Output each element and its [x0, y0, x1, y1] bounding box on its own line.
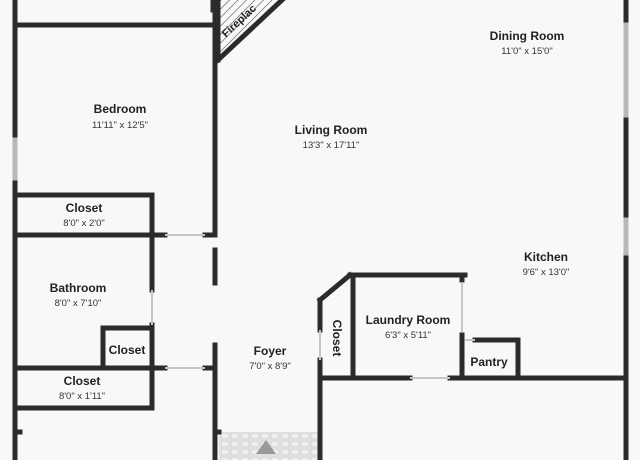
- entry-arrow-icon: [256, 440, 276, 454]
- room-bedroom: Bedroom 11'11" x 12'5": [92, 102, 148, 131]
- room-bathroom: Bathroom 8'0" x 7'10": [50, 281, 107, 309]
- room-dimensions: 8'0" x 2'0": [63, 218, 105, 229]
- room-dimensions: 7'0" x 8'9": [249, 361, 291, 372]
- room-dimensions: 11'11" x 12'5": [92, 120, 148, 131]
- room-name: Living Room: [295, 123, 368, 137]
- windows: [12, 20, 629, 258]
- room-laundry: Laundry Room 6'3" x 5'11": [366, 313, 451, 341]
- room-dimensions: 9'6" x 13'0": [523, 267, 570, 278]
- room-name: Pantry: [470, 355, 508, 369]
- room-name: Laundry Room: [366, 313, 451, 327]
- room-kitchen: Kitchen 9'6" x 13'0": [523, 250, 570, 278]
- room-dimensions: 8'0" x 7'10": [55, 298, 102, 309]
- room-name: Closet: [64, 374, 101, 388]
- room-name: Dining Room: [490, 29, 565, 43]
- room-dimensions: 13'3" x 17'11": [303, 140, 360, 151]
- room-name: Bathroom: [50, 281, 107, 295]
- door-openings: [151, 234, 475, 379]
- walls: [12, 0, 629, 460]
- room-closet-hall: Closet 8'0" x 1'11": [59, 374, 105, 402]
- room-pantry: Pantry: [470, 355, 508, 369]
- room-name: Closet: [66, 201, 103, 215]
- room-closet-foyer: Closet: [330, 320, 344, 357]
- room-living: Living Room 13'3" x 17'11": [295, 123, 368, 151]
- room-dimensions: 8'0" x 1'11": [59, 391, 105, 402]
- room-name: Foyer: [254, 344, 287, 358]
- room-closet-bathroom: Closet: [109, 343, 146, 357]
- room-name: Closet: [330, 320, 344, 357]
- room-name: Closet: [109, 343, 146, 357]
- room-closet-bedroom: Closet 8'0" x 2'0": [63, 201, 105, 229]
- room-foyer: Foyer 7'0" x 8'9": [249, 344, 291, 372]
- room-dimensions: 6'3" x 5'11": [385, 330, 431, 341]
- room-dining: Dining Room 11'0" x 15'0": [490, 29, 565, 57]
- room-name: Kitchen: [524, 250, 568, 264]
- room-dimensions: 11'0" x 15'0": [501, 46, 552, 57]
- room-name: Bedroom: [94, 102, 147, 116]
